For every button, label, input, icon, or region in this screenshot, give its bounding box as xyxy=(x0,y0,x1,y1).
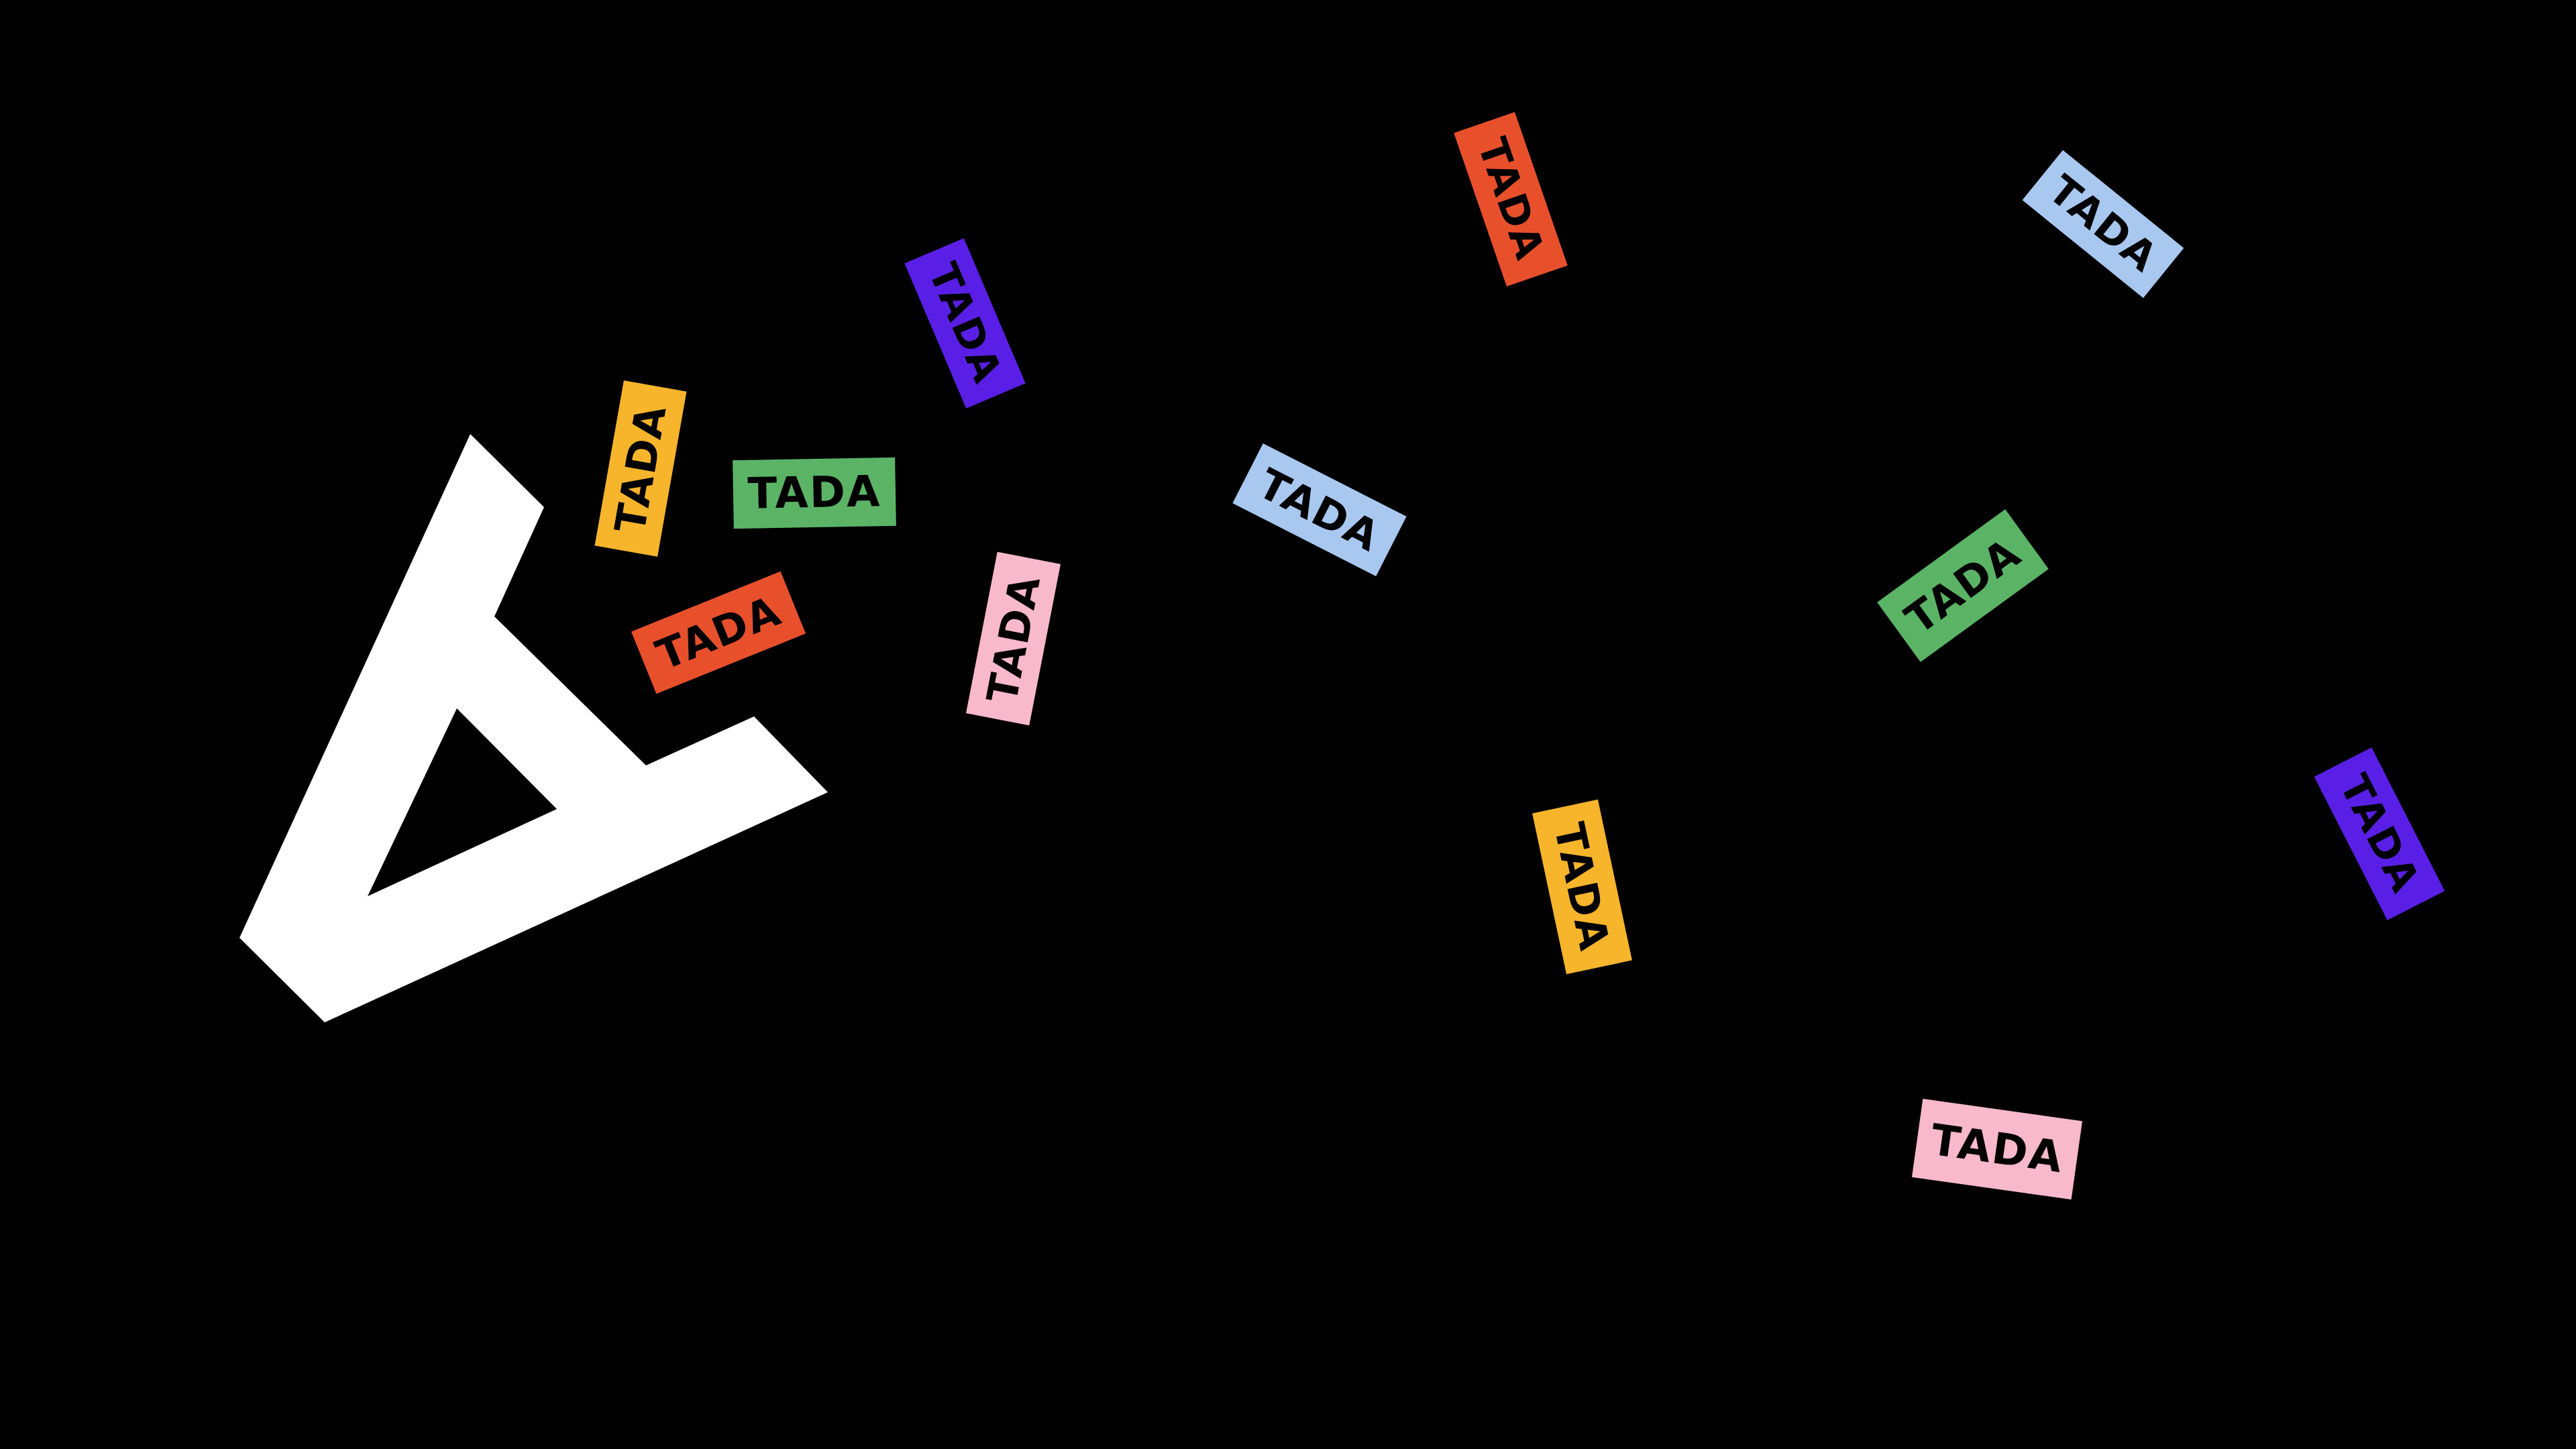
tada-confetti-tag: TADA xyxy=(733,457,896,529)
